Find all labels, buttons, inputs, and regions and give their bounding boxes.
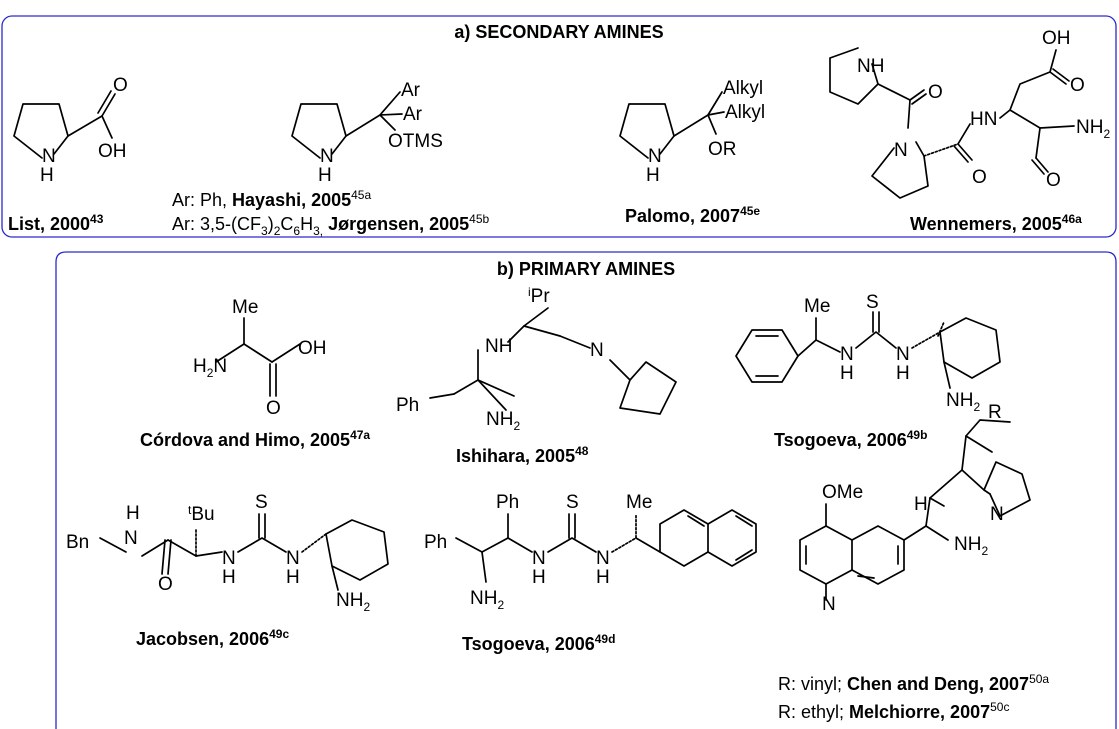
svg-text:Ph: Ph [496, 492, 519, 513]
caption-tsogoeva-1: Tsogoeva, 200649b [774, 428, 927, 450]
svg-text:OH: OH [98, 141, 127, 162]
svg-text:N: N [990, 504, 1004, 525]
svg-text:N: N [286, 548, 300, 569]
structure-tsogoeva-thiourea-1: Me S N H N H NH2 [735, 292, 1001, 414]
svg-text:H: H [40, 165, 54, 186]
svg-text:Me: Me [232, 297, 258, 318]
svg-text:Ar: Ar [401, 80, 421, 101]
svg-text:H2N: H2N [193, 356, 227, 380]
svg-text:O: O [113, 75, 128, 96]
svg-text:R: R [988, 402, 1002, 423]
caption-chen-deng: R: vinyl; Chen and Deng, 200750a [778, 672, 1049, 694]
svg-text:H: H [222, 567, 236, 588]
svg-text:O: O [972, 167, 987, 188]
caption-cordova: Córdova and Himo, 200547a [140, 428, 370, 450]
svg-text:NH2: NH2 [470, 588, 504, 612]
svg-text:NH2: NH2 [946, 390, 980, 414]
caption-melchiorre: R: ethyl; Melchiorre, 200750c [778, 700, 1009, 722]
svg-text:O: O [158, 574, 173, 595]
svg-text:O: O [928, 82, 943, 103]
structure-wennemers-peptide: NH O N O HN OH O O NH2 [829, 28, 1110, 199]
svg-text:OH: OH [1042, 28, 1071, 49]
svg-text:NH: NH [857, 56, 884, 77]
structure-dialkylprolinol: N H Alkyl Alkyl OR [619, 78, 765, 186]
svg-text:N: N [896, 344, 910, 365]
svg-text:H: H [596, 567, 610, 588]
svg-text:H: H [840, 363, 854, 384]
svg-text:N: N [596, 548, 610, 569]
svg-text:N: N [822, 594, 836, 615]
svg-text:H: H [914, 494, 928, 515]
svg-text:Alkyl: Alkyl [723, 78, 763, 99]
structure-alanine: Me H2N OH O [193, 297, 327, 419]
panel-a-heading: a) SECONDARY AMINES [454, 22, 663, 42]
caption-palomo: Palomo, 200745e [625, 204, 760, 226]
svg-text:Ar: Ar [403, 104, 423, 125]
caption-hayashi: Ar: Ph, Hayashi, 200545a [172, 188, 371, 210]
svg-text:N: N [648, 146, 662, 167]
svg-text:Ph: Ph [424, 532, 447, 553]
svg-text:NH2: NH2 [1076, 117, 1110, 141]
svg-text:Alkyl: Alkyl [725, 102, 765, 123]
svg-text:Me: Me [626, 492, 652, 513]
svg-text:O: O [1070, 75, 1085, 96]
structure-ishihara-diamine: iPr NH N Ph NH2 [396, 285, 677, 433]
svg-text:O: O [266, 398, 281, 419]
svg-text:tBu: tBu [188, 503, 215, 525]
svg-text:Me: Me [804, 296, 830, 317]
structure-diarylprolinol: N H Ar Ar OTMS [291, 80, 443, 186]
caption-tsogoeva-2: Tsogoeva, 200649d [462, 632, 615, 654]
svg-text:H: H [318, 165, 332, 186]
svg-text:iPr: iPr [528, 285, 550, 307]
caption-jacobsen: Jacobsen, 200649c [136, 627, 289, 649]
panel-b-heading: b) PRIMARY AMINES [497, 259, 675, 279]
caption-wennemers: Wennemers, 200546a [910, 212, 1082, 234]
svg-text:S: S [255, 492, 268, 513]
svg-text:O: O [1046, 170, 1061, 191]
panel-b-frame [55, 251, 1117, 729]
svg-text:H: H [286, 567, 300, 588]
svg-text:NH: NH [485, 336, 512, 357]
svg-text:HN: HN [970, 109, 997, 130]
caption-list: List, 200043 [8, 212, 104, 234]
svg-text:H: H [126, 503, 140, 524]
svg-text:Ph: Ph [396, 395, 419, 416]
svg-text:S: S [566, 492, 579, 513]
caption-jorgensen: Ar: 3,5-(CF3)2C6H3, Jørgensen, 200545b [172, 212, 490, 238]
structure-tsogoeva-thiourea-2: Ph Ph S Me N H N H NH2 [424, 492, 757, 612]
panel-a-frame [1, 15, 1117, 238]
svg-text:N: N [840, 344, 854, 365]
structure-cinchona-amine: OMe N NH2 H N R [799, 402, 1031, 615]
svg-text:H: H [646, 165, 660, 186]
svg-text:OH: OH [298, 338, 327, 359]
svg-text:H: H [532, 567, 546, 588]
svg-text:N: N [590, 340, 604, 361]
svg-text:H: H [896, 363, 910, 384]
svg-text:N: N [320, 146, 334, 167]
svg-text:N: N [124, 528, 138, 549]
svg-text:Bn: Bn [66, 532, 89, 553]
svg-text:N: N [894, 140, 908, 161]
svg-text:OMe: OMe [822, 482, 863, 503]
svg-text:NH2: NH2 [954, 534, 988, 558]
svg-text:NH2: NH2 [336, 590, 370, 614]
svg-text:N: N [532, 548, 546, 569]
svg-text:N: N [42, 146, 56, 167]
structure-jacobsen-thiourea: H N Bn O tBu S N H N H NH2 [66, 492, 389, 614]
svg-text:OR: OR [708, 139, 737, 160]
svg-text:NH2: NH2 [486, 409, 520, 433]
caption-ishihara: Ishihara, 200548 [456, 444, 589, 466]
svg-text:OTMS: OTMS [388, 131, 443, 152]
svg-text:S: S [866, 292, 879, 313]
structure-proline: N H O OH [13, 75, 128, 186]
svg-text:N: N [222, 548, 236, 569]
